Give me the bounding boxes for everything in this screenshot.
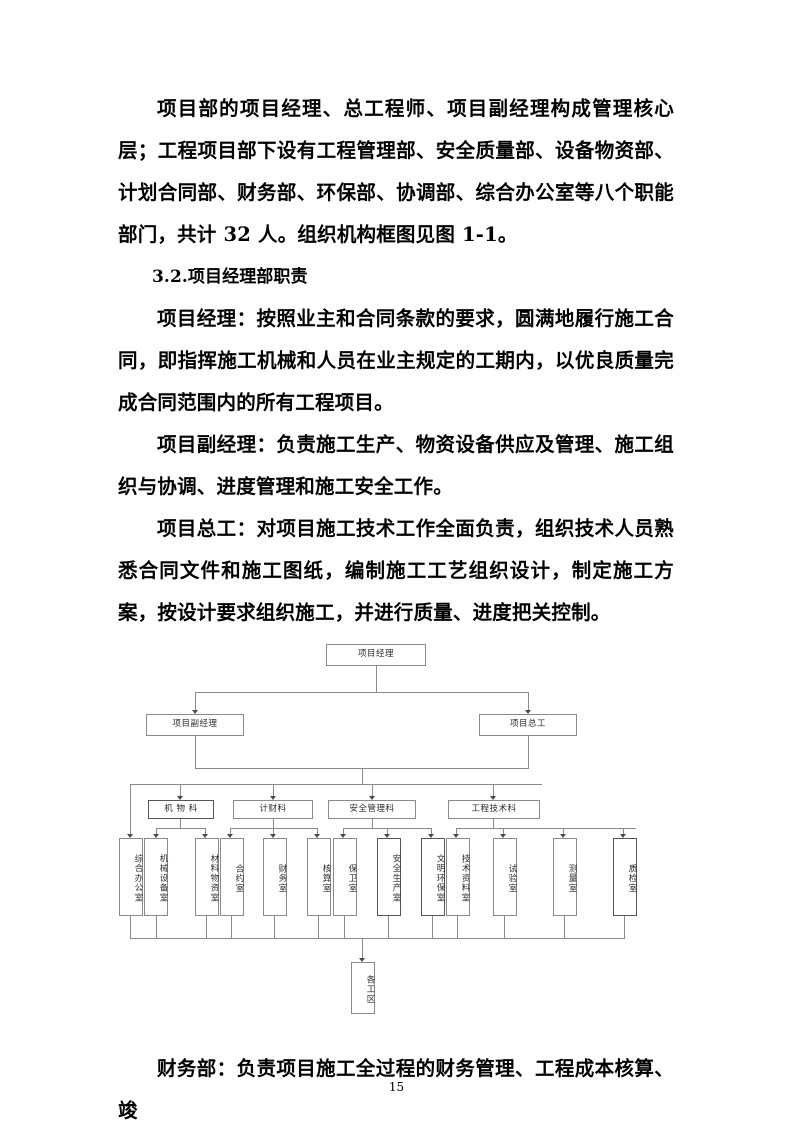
connector-merge-down xyxy=(362,768,363,784)
org-node-dept-safety: 安全管理科 xyxy=(328,800,416,819)
org-node-project-manager: 项目经理 xyxy=(326,644,426,666)
org-node-contract-room: 合约室 xyxy=(220,838,244,916)
connector-l3-b-down xyxy=(273,784,274,798)
connector-bottom-bus xyxy=(130,938,625,939)
connector-l4-07 xyxy=(344,916,345,938)
arrow-to-security-room xyxy=(340,834,346,838)
org-node-materials-room: 材料物资室 xyxy=(195,838,219,916)
arrow-to-quality-inspection-room xyxy=(620,834,626,838)
connector-l4-09 xyxy=(432,916,433,938)
document-body: 项目部的项目经理、总工程师、项目副经理构成管理核心层；工程项目部下设有工程管理部… xyxy=(118,88,674,1122)
arrow-to-finance-room xyxy=(270,834,276,838)
connector-l2-left-down xyxy=(195,692,196,712)
arrow-to-contract-room xyxy=(227,834,233,838)
org-node-finance-room: 财务室 xyxy=(263,838,287,916)
connector-l3-d-down xyxy=(493,784,494,798)
arrow-to-laboratory-room xyxy=(500,834,506,838)
org-node-quality-inspection-room: 质检室 xyxy=(613,838,637,916)
org-node-dept-technology: 工程技术科 xyxy=(448,800,540,819)
connector-safety-down xyxy=(372,819,373,828)
connector-safety-c1 xyxy=(343,828,344,836)
connector-fin-c2 xyxy=(273,828,274,836)
connector-l4-02 xyxy=(156,916,157,938)
connector-safety-c3 xyxy=(431,828,432,836)
arrow-to-deputy-manager xyxy=(192,710,198,714)
connector-tech-bus xyxy=(456,828,636,829)
connector-l4-10 xyxy=(457,916,458,938)
connector-deputy-down xyxy=(195,736,196,768)
connector-to-work-zones xyxy=(362,938,363,960)
paragraph-chief-engineer: 项目总工：对项目施工技术工作全面负责，组织技术人员熟悉合同文件和施工图纸，编制施… xyxy=(118,517,674,624)
connector-l4-05 xyxy=(274,916,275,938)
connector-l1-down xyxy=(376,666,377,692)
org-node-tech-data-room: 技术资料室 xyxy=(446,838,470,916)
connector-tech-c2 xyxy=(503,828,504,836)
connector-equip-bus xyxy=(156,828,205,829)
connector-l1-bus xyxy=(195,692,528,693)
arrow-to-chief-engineer xyxy=(525,710,531,714)
section-heading-3-2: 3.2.项目经理部职责 xyxy=(152,267,308,287)
paragraph-finance-dept: 财务部：负责项目施工全过程的财务管理、工程成本核算、竣 xyxy=(118,1057,674,1122)
paragraph-deputy-manager: 项目副经理：负责施工生产、物资设备供应及管理、施工组织与协调、进度管理和施工安全… xyxy=(118,433,674,498)
connector-safety-c2 xyxy=(387,828,388,836)
org-node-machinery-room: 机械设备室 xyxy=(144,838,168,916)
connector-l4-12 xyxy=(564,916,565,938)
connector-l3-bus xyxy=(130,784,542,785)
connector-l4-04 xyxy=(231,916,232,938)
connector-l4-01 xyxy=(130,916,131,938)
paragraph-project-manager: 项目经理：按照业主和合同条款的要求，圆满地履行施工合同，即指挥施工机械和人员在业… xyxy=(118,307,674,414)
arrow-to-survey-room xyxy=(560,834,566,838)
page-number: 15 xyxy=(388,1080,405,1094)
connector-l2-right-down xyxy=(528,692,529,712)
org-chart-diagram: 项目经理 项目副经理 项目总工 xyxy=(118,638,674,1014)
org-node-security-room: 保卫室 xyxy=(333,838,357,916)
org-node-survey-room: 测量室 xyxy=(553,838,577,916)
org-node-admin-office: 综合办公室 xyxy=(119,838,143,916)
connector-fin-c3 xyxy=(317,828,318,836)
org-node-work-zones: 各工区 xyxy=(351,962,375,1014)
connector-tech-c3 xyxy=(563,828,564,836)
org-node-accounting-room: 核算室 xyxy=(307,838,331,916)
org-node-dept-equipment: 机 物 科 xyxy=(148,800,214,819)
connector-l4-03 xyxy=(206,916,207,938)
org-node-production-safety-room: 安全生产室 xyxy=(377,838,401,916)
connector-l4-08 xyxy=(388,916,389,938)
arrow-to-dept-equipment xyxy=(177,796,183,800)
org-node-deputy-manager: 项目副经理 xyxy=(146,714,244,736)
org-node-chief-engineer: 项目总工 xyxy=(479,714,577,736)
connector-l4-11 xyxy=(504,916,505,938)
org-node-dept-finance: 计财科 xyxy=(233,800,313,819)
paragraph-intro: 项目部的项目经理、总工程师、项目副经理构成管理核心层；工程项目部下设有工程管理部… xyxy=(118,97,674,246)
connector-chief-down xyxy=(528,736,529,768)
connector-l4-06 xyxy=(318,916,319,938)
arrow-to-environment-room xyxy=(428,834,434,838)
arrow-to-materials-room xyxy=(202,834,208,838)
connector-admin-office-down xyxy=(130,784,131,836)
connector-equip-down xyxy=(180,819,181,828)
arrow-to-machinery-room xyxy=(153,834,159,838)
arrow-to-dept-finance xyxy=(270,796,276,800)
connector-equip-c1 xyxy=(156,828,157,836)
arrow-to-production-safety-room xyxy=(384,834,390,838)
arrow-to-work-zones xyxy=(359,958,365,962)
connector-l3-c-down xyxy=(372,784,373,798)
connector-l3-a-down xyxy=(180,784,181,798)
connector-l4-13 xyxy=(624,916,625,938)
connector-tech-down xyxy=(493,819,494,828)
arrow-to-tech-data-room xyxy=(453,834,459,838)
connector-tech-c1 xyxy=(456,828,457,836)
connector-equip-c2 xyxy=(205,828,206,836)
connector-fin-c1 xyxy=(230,828,231,836)
org-node-environment-room: 文明环保室 xyxy=(421,838,445,916)
connector-fin-down xyxy=(273,819,274,828)
arrow-to-dept-safety xyxy=(369,796,375,800)
arrow-to-dept-technology xyxy=(490,796,496,800)
org-node-laboratory-room: 试验室 xyxy=(493,838,517,916)
arrow-to-admin-office xyxy=(127,834,133,838)
arrow-to-accounting-room xyxy=(314,834,320,838)
connector-tech-c4 xyxy=(623,828,624,836)
